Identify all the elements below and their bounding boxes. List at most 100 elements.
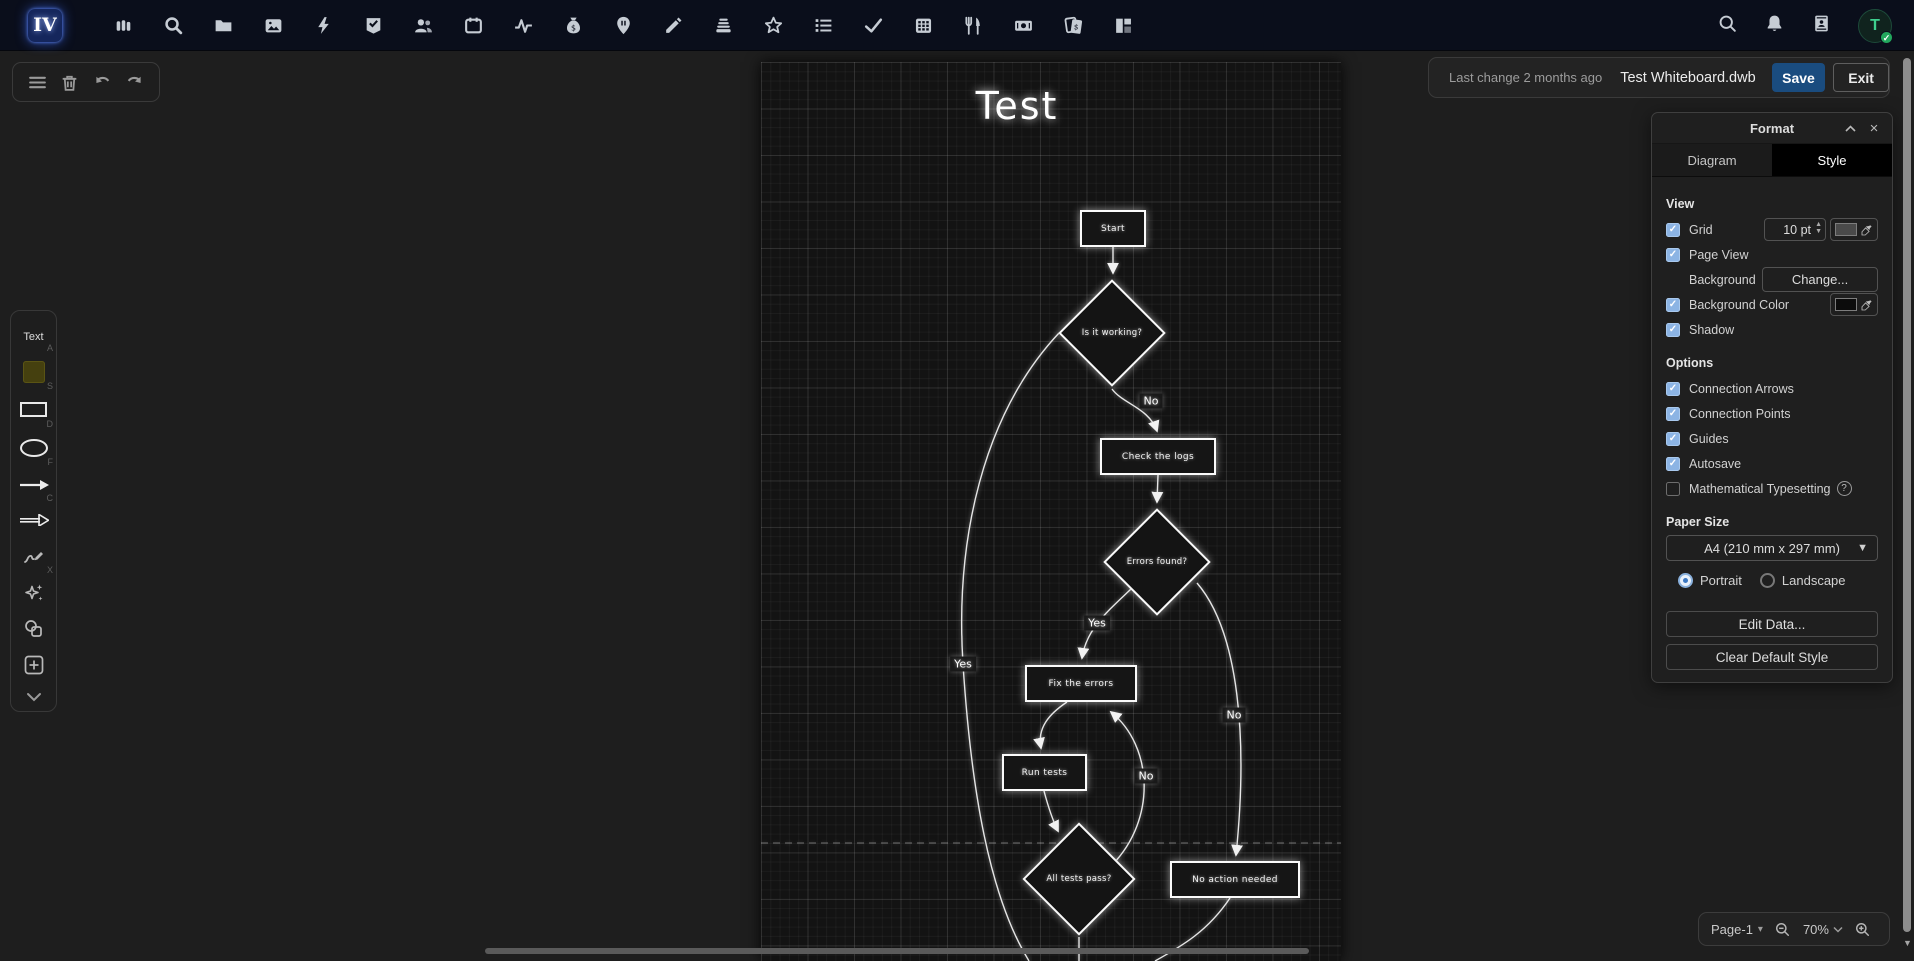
connection-arrows-checkbox[interactable]: ✓ — [1666, 381, 1680, 396]
diagram-title[interactable]: Test — [975, 84, 1059, 128]
ai-sparkle-tool[interactable] — [10, 575, 57, 611]
horizontal-scrollbar[interactable] — [485, 948, 1309, 954]
folder-icon[interactable] — [212, 14, 235, 37]
autosave-checkbox[interactable]: ✓ — [1666, 456, 1680, 471]
zoom-level-selector[interactable]: 70% — [1803, 922, 1843, 937]
app-logo[interactable]: IV — [28, 8, 62, 42]
grid-checkbox[interactable]: ✓ — [1666, 222, 1680, 237]
contacts-icon[interactable] — [1811, 13, 1832, 39]
node-is-it-working[interactable]: Is it working? — [1058, 279, 1166, 387]
search-tool-icon[interactable] — [162, 14, 185, 37]
node-fix-errors[interactable]: Fix the errors — [1025, 665, 1137, 702]
lightning-icon[interactable] — [312, 14, 335, 37]
open-arrow-tool[interactable] — [10, 503, 57, 537]
vertical-scrollbar[interactable] — [1903, 58, 1911, 932]
node-start[interactable]: Start — [1080, 210, 1146, 247]
text-tool[interactable]: Text A — [10, 321, 57, 353]
user-avatar[interactable]: T ✓ — [1858, 8, 1893, 44]
shapes-icon — [24, 619, 42, 637]
restaurant-icon[interactable] — [962, 14, 985, 37]
notifications-bell-icon[interactable] — [1764, 13, 1785, 39]
portrait-radio[interactable]: Portrait — [1678, 572, 1742, 588]
zoom-in-button[interactable] — [1853, 919, 1873, 939]
page-name: Page-1 — [1711, 921, 1753, 937]
node-all-tests-pass[interactable]: All tests pass? — [1022, 822, 1136, 936]
help-icon[interactable]: ? — [1836, 481, 1852, 496]
shapes-tool[interactable] — [10, 611, 57, 647]
edit-data-button[interactable]: Edit Data... — [1666, 611, 1878, 637]
guides-checkbox[interactable]: ✓ — [1666, 431, 1680, 446]
guides-label: Guides — [1689, 431, 1729, 446]
calendar-icon[interactable] — [462, 14, 485, 37]
money-bag-icon[interactable]: $ — [562, 14, 585, 37]
background-color-checkbox[interactable]: ✓ — [1666, 297, 1680, 312]
save-button[interactable]: Save — [1771, 63, 1826, 92]
edge-label-yes-errors[interactable]: Yes — [1084, 615, 1110, 631]
kanban-icon[interactable] — [1112, 14, 1135, 37]
check-icon[interactable] — [862, 14, 885, 37]
global-search-icon[interactable] — [1717, 13, 1738, 39]
delete-icon[interactable] — [58, 70, 82, 94]
redo-icon[interactable] — [123, 70, 147, 94]
scroll-down-arrow-icon[interactable]: ▼ — [1903, 938, 1912, 948]
rectangle-tool[interactable]: D — [10, 391, 57, 429]
ellipse-tool[interactable]: F — [10, 429, 57, 467]
arrow-tool[interactable]: C — [10, 467, 57, 503]
stats-icon[interactable] — [112, 14, 135, 37]
layers-icon[interactable] — [712, 14, 735, 37]
sticky-note-tool[interactable]: S — [10, 353, 57, 391]
landscape-radio[interactable]: Landscape — [1759, 572, 1846, 588]
chevron-down-icon — [26, 692, 41, 702]
node-check-logs[interactable]: Check the logs — [1100, 438, 1216, 475]
sparkles-icon — [24, 584, 42, 601]
edge-label-no-errors[interactable]: No — [1222, 707, 1246, 723]
grid-icon[interactable] — [912, 14, 935, 37]
edge-label-no-working[interactable]: No — [1139, 393, 1163, 409]
cash-icon[interactable] — [1012, 14, 1035, 37]
exit-button[interactable]: Exit — [1833, 63, 1889, 92]
grid-size-stepper[interactable]: ▲▼ — [1815, 221, 1822, 235]
zoom-out-button[interactable] — [1773, 919, 1793, 939]
node-run-tests[interactable]: Run tests — [1002, 754, 1087, 791]
shadow-checkbox[interactable]: ✓ — [1666, 322, 1680, 337]
list-icon[interactable] — [812, 14, 835, 37]
freehand-tool[interactable]: X — [10, 537, 57, 575]
star-icon[interactable] — [762, 14, 785, 37]
close-panel-icon[interactable]: × — [1869, 120, 1879, 137]
insert-tool[interactable] — [10, 647, 57, 683]
tab-style[interactable]: Style — [1772, 144, 1892, 176]
format-panel-body: View ✓ Grid 10 pt ▲▼ ✓ Page View Backgro… — [1652, 177, 1892, 670]
menu-icon[interactable] — [25, 70, 49, 94]
activity-icon[interactable] — [512, 14, 535, 37]
edge-label-yes-working[interactable]: Yes — [950, 656, 976, 672]
node-errors-found[interactable]: Errors found? — [1103, 508, 1211, 616]
people-icon[interactable] — [412, 14, 435, 37]
image-icon[interactable] — [262, 14, 285, 37]
collapse-panel-icon[interactable] — [1838, 113, 1862, 144]
tasks-icon[interactable] — [362, 14, 385, 37]
topbar-right-controls: T ✓ — [1717, 0, 1893, 51]
drawing-canvas[interactable]: Test Start Is it working? Check the logs… — [761, 62, 1341, 961]
background-color-picker[interactable] — [1830, 293, 1878, 316]
node-no-action-needed[interactable]: No action needed — [1170, 861, 1300, 898]
grid-size-input[interactable]: 10 pt ▲▼ — [1764, 218, 1826, 241]
change-background-button[interactable]: Change... — [1762, 267, 1878, 292]
page-selector[interactable]: Page-1 ▾ — [1711, 922, 1763, 937]
paper-size-select[interactable]: A4 (210 mm x 297 mm) ▼ — [1666, 535, 1878, 561]
connection-arrows-label: Connection Arrows — [1689, 381, 1794, 396]
math-typesetting-checkbox[interactable]: ✓ — [1666, 481, 1680, 496]
options-section-heading: Options — [1666, 356, 1714, 370]
clear-default-style-button[interactable]: Clear Default Style — [1666, 644, 1878, 670]
undo-icon[interactable] — [90, 70, 114, 94]
page-view-checkbox[interactable]: ✓ — [1666, 247, 1680, 262]
more-tools-toggle[interactable] — [10, 683, 57, 711]
edge-label-no-tests[interactable]: No — [1134, 768, 1158, 784]
grid-color-picker[interactable] — [1830, 218, 1878, 241]
autosave-label: Autosave — [1689, 456, 1742, 471]
cards-icon[interactable]: $ — [1062, 14, 1085, 37]
pencil-icon[interactable] — [662, 14, 685, 37]
location-icon[interactable] — [612, 14, 635, 37]
guides-row: ✓ Guides — [1666, 426, 1878, 451]
connection-points-checkbox[interactable]: ✓ — [1666, 406, 1680, 421]
tab-diagram[interactable]: Diagram — [1652, 144, 1772, 176]
